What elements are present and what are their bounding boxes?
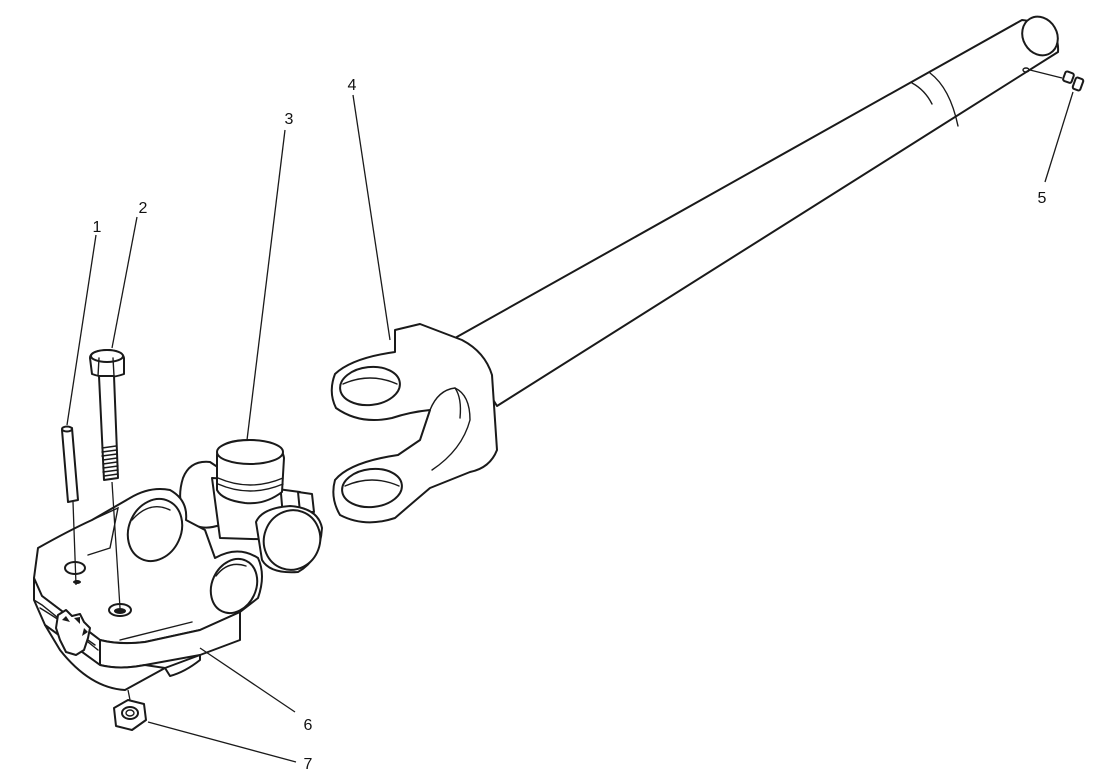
leader-line-2 [111, 216, 138, 349]
clamp-yoke [33, 488, 263, 691]
shaft-tube-with-yoke [330, 15, 1060, 524]
callout-3: 3 [285, 111, 294, 128]
callout-6: 6 [304, 717, 313, 734]
callout-1: 1 [93, 219, 102, 236]
leader-line-5 [1044, 91, 1074, 183]
roll-pin [61, 425, 79, 586]
callout-2: 2 [139, 200, 148, 217]
leader-line-6 [199, 647, 296, 713]
lock-nut [113, 689, 147, 731]
callout-4: 4 [348, 77, 357, 94]
callout-7: 7 [304, 756, 313, 773]
cross-and-bearing-kit [179, 439, 323, 574]
leader-line-4 [352, 94, 391, 341]
callout-5: 5 [1038, 190, 1047, 207]
leader-line-7 [147, 721, 297, 763]
leader-line-3 [246, 129, 286, 441]
clamp-bolt [89, 349, 126, 609]
leader-line-1 [66, 234, 97, 426]
grease-fitting [1029, 69, 1085, 92]
